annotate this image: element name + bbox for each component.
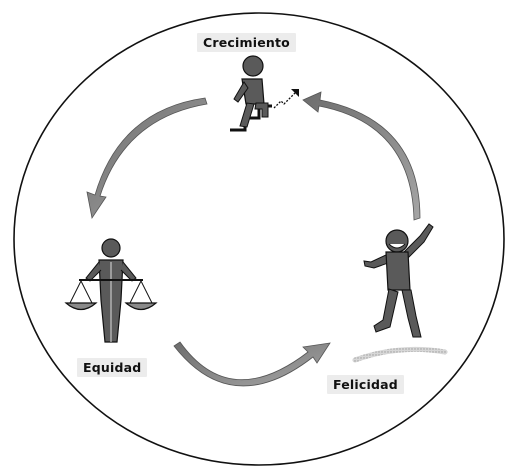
scales-person-icon xyxy=(64,238,158,343)
cycle-arrow-happiness-to-growth xyxy=(302,91,421,221)
label-equity: Equidad xyxy=(77,358,148,377)
stair-climber-icon xyxy=(230,55,299,132)
trend-arrow-icon xyxy=(273,89,299,109)
jumping-person-icon xyxy=(363,223,434,338)
cycle-arrow-growth-to-equity xyxy=(86,97,208,220)
outer-circle xyxy=(13,12,505,466)
ground-shadow xyxy=(352,346,448,363)
cycle-arrow-equity-to-happiness xyxy=(173,341,331,387)
label-growth: Crecimiento xyxy=(197,33,296,52)
label-happiness: Felicidad xyxy=(327,375,404,394)
